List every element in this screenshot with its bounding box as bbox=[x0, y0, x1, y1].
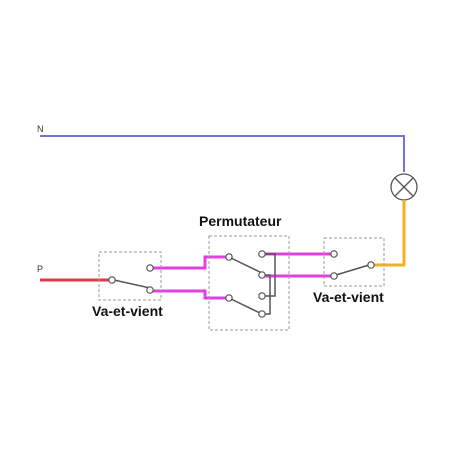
switch-middle-terminal-right-2 bbox=[258, 271, 266, 279]
switch-right-common-terminal bbox=[367, 261, 375, 269]
switch-middle-label: Permutateur bbox=[199, 213, 282, 229]
lamp-cross-icon bbox=[390, 173, 418, 201]
switch-middle-terminal-left-top bbox=[225, 253, 233, 261]
switch-middle-terminal-left-bottom bbox=[225, 294, 233, 302]
switch-left bbox=[98, 251, 162, 301]
neutral-wire-line bbox=[40, 135, 405, 172]
switch-left-common-terminal bbox=[108, 276, 116, 284]
switch-left-terminal-bottom bbox=[146, 286, 154, 294]
switch-middle bbox=[208, 235, 290, 331]
switch-middle-terminal-right-3 bbox=[258, 292, 266, 300]
switch-middle-terminal-right-4 bbox=[258, 310, 266, 318]
switch-right-blade bbox=[335, 264, 370, 276]
switch-middle-blade-top bbox=[230, 257, 263, 274]
neutral-label: N bbox=[37, 124, 44, 134]
switch-left-terminal-top bbox=[146, 264, 154, 272]
switch-middle-box bbox=[208, 235, 290, 331]
switch-right-terminal-top bbox=[330, 250, 338, 258]
traveler-wire-left-top bbox=[152, 255, 228, 270]
traveler-wires bbox=[152, 252, 332, 300]
lamp-return-wire bbox=[374, 200, 406, 267]
switch-right bbox=[323, 237, 385, 287]
switch-middle-terminal-right-1 bbox=[258, 250, 266, 258]
switch-left-label: Va-et-vient bbox=[92, 303, 163, 319]
switch-right-terminal-bottom bbox=[330, 272, 338, 280]
switch-middle-blade-bottom bbox=[230, 298, 263, 315]
switch-right-label: Va-et-vient bbox=[313, 289, 384, 305]
switch-right-box bbox=[323, 237, 385, 287]
neutral-wire bbox=[40, 135, 405, 172]
switch-left-box bbox=[98, 251, 162, 301]
switch-left-blade bbox=[113, 279, 151, 289]
phase-label: P bbox=[37, 264, 43, 274]
traveler-wire-left-bottom bbox=[152, 289, 228, 300]
switch-middle-internal-link-2 bbox=[264, 274, 271, 315]
